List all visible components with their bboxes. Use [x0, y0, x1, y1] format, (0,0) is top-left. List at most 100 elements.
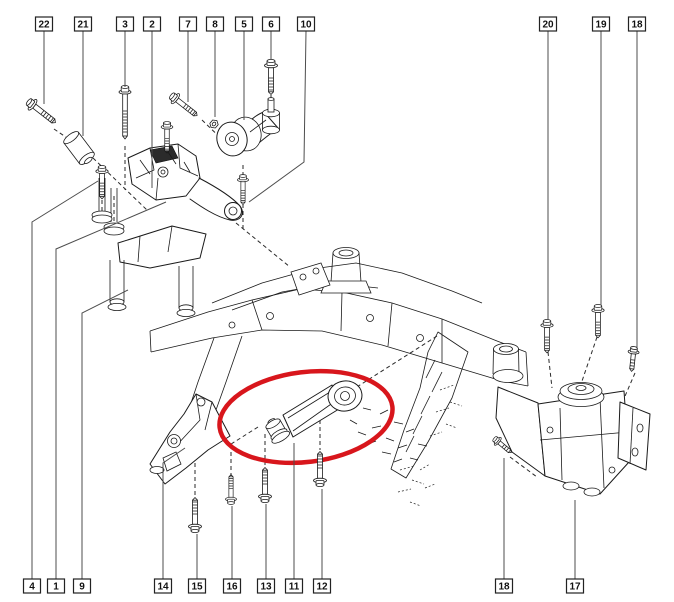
callout-box — [234, 16, 254, 32]
callout-box — [627, 16, 647, 32]
callout-box — [284, 578, 304, 594]
callout-number: 19 — [595, 20, 607, 31]
lower-mount-bracket — [149, 393, 231, 485]
callout-box — [312, 578, 332, 594]
leader-line — [55, 201, 167, 579]
leader-line — [162, 447, 186, 579]
callout-16-bottom-5: 16 — [222, 506, 242, 594]
callout-21-top-1: 21 — [73, 16, 93, 136]
callout-12-bottom-8: 12 — [312, 489, 332, 594]
callout-number: 18 — [631, 20, 643, 31]
callout-8-top-5: 8 — [205, 16, 225, 117]
callout-box — [187, 578, 207, 594]
highlight-ellipse — [217, 368, 395, 466]
callout-number: 4 — [29, 582, 35, 593]
bolt-left-mount — [95, 165, 109, 200]
callout-number: 21 — [77, 20, 89, 31]
nut-item-8 — [207, 117, 221, 131]
bolt-item-13 — [258, 467, 272, 504]
callout-number: 1 — [53, 582, 59, 593]
callout-box — [115, 16, 135, 32]
leader-line — [81, 289, 129, 579]
bolt-item-10 — [237, 174, 249, 205]
callout-number: 18 — [498, 582, 510, 593]
callout-box — [256, 578, 276, 594]
callout-number: 5 — [241, 20, 247, 31]
bolt-item-3 — [118, 85, 132, 140]
callout-15-bottom-4: 15 — [187, 534, 207, 594]
bolt-item-18-top — [625, 345, 641, 373]
callout-20-top-9: 20 — [538, 16, 558, 320]
callout-box — [296, 16, 316, 32]
callout-number: 3 — [122, 20, 128, 31]
callout-box — [46, 578, 66, 594]
callout-number: 6 — [268, 20, 274, 31]
callout-box — [591, 16, 611, 32]
bolt-item-16 — [225, 474, 237, 505]
callout-14-bottom-3: 14 — [153, 447, 186, 594]
callout-number: 11 — [289, 582, 300, 593]
callout-6-top-7: 6 — [261, 16, 281, 60]
callout-number: 9 — [79, 582, 85, 593]
callout-box — [222, 578, 242, 594]
callout-17-bottom-10: 17 — [565, 500, 585, 594]
subframe-tower-bushing — [320, 247, 372, 294]
callout-2-top-3: 2 — [142, 16, 162, 188]
bushing — [63, 131, 95, 165]
bolt-item-20 — [540, 319, 554, 354]
subframe-right-bushing — [492, 343, 524, 383]
callout-number: 14 — [157, 582, 169, 593]
callout-7-top-4: 7 — [178, 16, 198, 102]
callout-4-bottom-0: 4 — [22, 180, 99, 594]
callout-11-bottom-7: 11 — [284, 443, 304, 594]
bolt-item-12 — [313, 451, 327, 488]
right-engine-mount — [495, 382, 651, 497]
callout-box — [73, 16, 93, 32]
callout-number: 22 — [38, 20, 50, 31]
callout-13-bottom-6: 13 — [256, 504, 276, 594]
bolt-item-15 — [188, 497, 202, 533]
subframe — [149, 247, 529, 507]
callout-18-bottom-9: 18 — [494, 458, 514, 594]
leader-line — [31, 180, 99, 579]
callout-number: 7 — [185, 20, 191, 31]
bolt-item-7 — [166, 89, 202, 121]
callout-number: 12 — [316, 582, 328, 593]
callout-1-bottom-1: 1 — [46, 201, 167, 594]
callout-box — [153, 578, 173, 594]
callout-10-top-8: 10 — [248, 16, 316, 203]
leader-line — [248, 30, 307, 203]
callout-number: 17 — [569, 582, 581, 593]
assembly-axis-dashes — [53, 95, 636, 496]
callout-18-top-11: 18 — [627, 16, 647, 347]
callout-19-top-10: 19 — [591, 16, 611, 305]
callout-number: 2 — [149, 20, 155, 31]
left-engine-mount-assembly — [91, 143, 243, 317]
callout-number: 16 — [226, 582, 238, 593]
callout-5-top-6: 5 — [234, 16, 254, 120]
callout-box — [261, 16, 281, 32]
callout-number: 8 — [212, 20, 218, 31]
callout-number: 10 — [300, 20, 312, 31]
support-bracket — [107, 225, 207, 317]
callout-box — [178, 16, 198, 32]
upper-torque-rod — [216, 97, 280, 157]
bolt-item-22 — [23, 95, 60, 129]
callout-box — [142, 16, 162, 32]
callout-9-bottom-2: 9 — [72, 289, 129, 594]
callout-box — [22, 578, 42, 594]
callout-number: 15 — [191, 582, 203, 593]
callout-number: 13 — [260, 582, 272, 593]
callout-box — [72, 578, 92, 594]
callout-box — [34, 16, 54, 32]
bolt-item-6 — [264, 59, 278, 95]
callout-22-top-0: 22 — [34, 16, 54, 104]
callout-box — [565, 578, 585, 594]
callout-box — [494, 578, 514, 594]
callout-box — [538, 16, 558, 32]
bolt-item-19 — [591, 304, 605, 339]
callout-3-top-2: 3 — [115, 16, 135, 87]
lower-torque-rod — [265, 380, 363, 444]
callout-box — [205, 16, 225, 32]
